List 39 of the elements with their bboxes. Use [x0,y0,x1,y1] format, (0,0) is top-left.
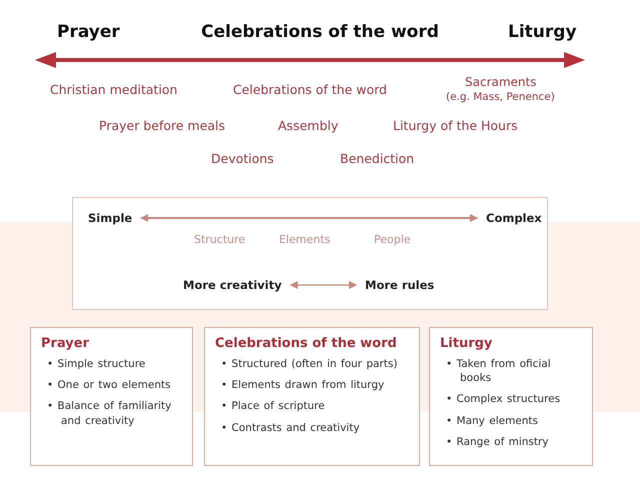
double-arrow [140,214,478,222]
card-heading: Celebrations of the word [215,336,398,351]
category-card [429,327,593,466]
scale-heading: Prayer [57,22,120,42]
practice-label: Sacraments [465,75,536,89]
practice-label: Christian meditation [50,82,178,97]
bullet-item: • Elements drawn from liturgy [221,378,386,392]
practice-label: Celebrations of the word [233,82,387,97]
scale-end-label: Complex [485,210,543,226]
scale-end-label: Simple [87,210,134,226]
card-heading: Liturgy [440,336,494,351]
bullet-item: • Complex structures [446,392,562,407]
category-card [204,327,420,466]
bullet-item: • Range of minstry [446,434,550,449]
bullet-item: • Many elements [446,414,539,428]
practice-label: Prayer before meals [99,118,226,133]
double-arrow [290,281,357,289]
bullet-item: • One or two elements [47,378,172,392]
criterion-label: Structure [194,233,246,246]
criterion-label: Elements [279,233,330,246]
criterion-label: People [374,233,411,246]
bullet-item: • Place of scripture [221,399,326,414]
practice-label: Benediction [340,151,414,166]
bullet-item: • Balance of familiarity and creativity [47,399,172,428]
bullet-item: • Structured (often in four parts) [221,357,398,372]
scale-end-label: More rules [364,277,436,293]
practice-label: Devotions [211,151,274,166]
bullet-item: • Simple structure [47,357,146,372]
practice-label: Liturgy of the Hours [393,118,518,133]
category-card [30,327,193,466]
card-heading: Prayer [41,336,90,351]
scale-panel [72,197,548,310]
scale-heading: Celebrations of the word [201,22,439,42]
practice-label: (e.g. Mass, Penence) [446,91,555,103]
scale-end-label: More creativity [182,277,283,293]
bullet-item: • Taken from oficial books [446,357,552,386]
scale-heading: Liturgy [508,22,577,42]
practice-label: Assembly [278,118,338,133]
bullet-item: • Contrasts and creativity [221,420,361,435]
